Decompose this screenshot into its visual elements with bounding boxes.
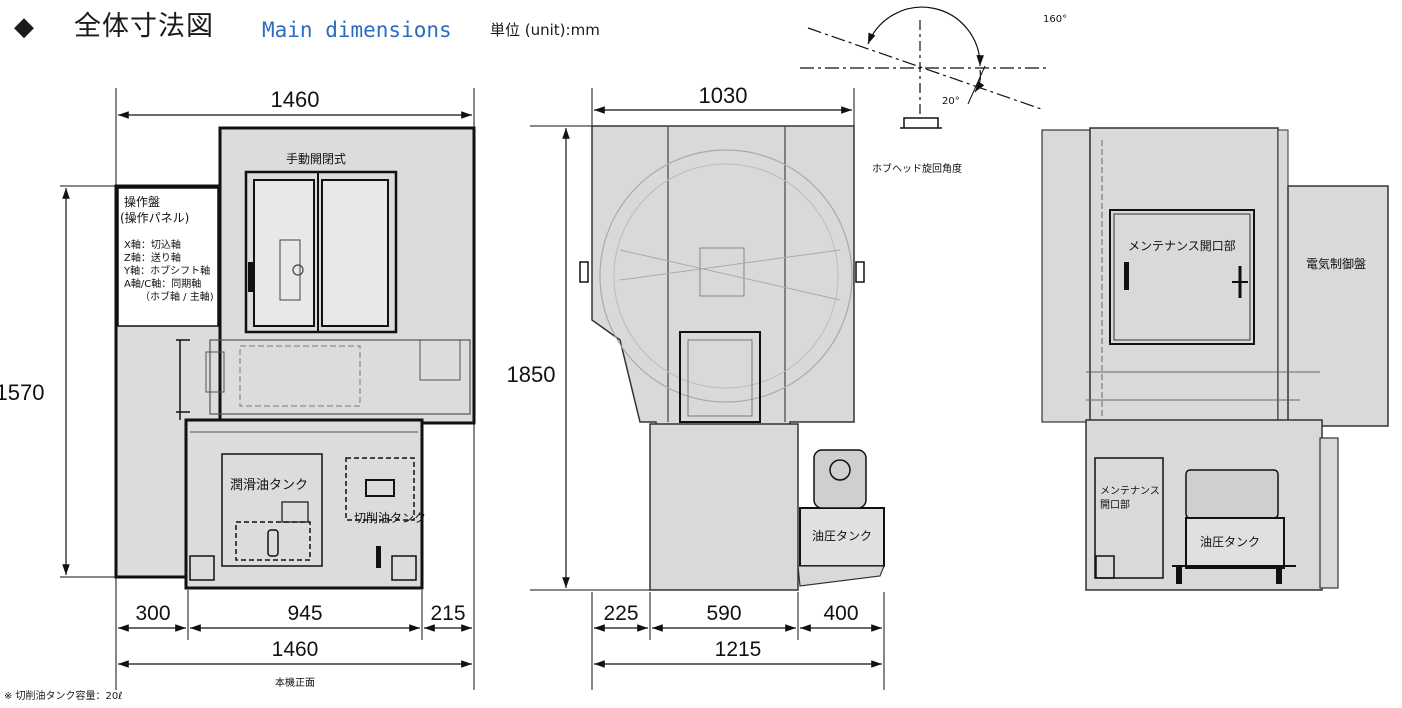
rear-maintenance-top-label: メンテナンス開口部 [1128, 238, 1236, 253]
front-width-top-label: 1460 [271, 87, 320, 112]
side-dim-mid: 590 [706, 602, 741, 625]
door-frame [244, 170, 398, 334]
panel-title: 操作盤 [124, 194, 160, 209]
coolant-tank [345, 457, 415, 521]
rear-lower-maintenance-opening [1094, 457, 1164, 579]
front-dim-left: 300 [135, 602, 170, 625]
side-hydraulic-tank-label: 油圧タンク [812, 529, 872, 543]
page-title-en: Main dimensions [262, 18, 452, 42]
unit-label: 単位 (unit):mm [490, 21, 600, 39]
rear-maintenance-bottom-label-2: 開口部 [1100, 498, 1130, 511]
coolant-tank-label: 切削油タンク [354, 511, 426, 525]
hob-head-angle-diagram: 160° 20° ホブヘッド旋回角度 [800, 6, 1067, 175]
door-label: 手動開閉式 [286, 152, 346, 166]
lube-tank [221, 453, 323, 567]
panel-subtitle: (操作パネル) [120, 210, 189, 225]
rear-view: メンテナンス開口部 電気制御盤 メンテナンス 開口部 油圧タンク [1041, 127, 1389, 591]
front-base [184, 418, 424, 590]
side-width-bottom-label: 1215 [715, 638, 762, 661]
axis-ac-sub-label: （ホブ軸 / 主軸) [140, 290, 214, 303]
page-title-ja: 全体寸法図 [74, 11, 214, 42]
front-height-label: 1570 [0, 380, 44, 405]
operation-panel [117, 187, 219, 327]
header-diamond-icon: ◆ [14, 12, 34, 42]
rear-upper-body [1089, 127, 1279, 427]
side-width-top-label: 1030 [699, 83, 748, 108]
axis-x-label: X軸：切込軸 [124, 238, 181, 251]
angle-bottom-label: 20° [942, 96, 960, 107]
front-view: 1460 1570 手動開閉式 操作盤 (操作パネル) X軸：切込軸 Z軸：送り… [0, 87, 476, 690]
front-width-bottom-label: 1460 [272, 638, 319, 661]
rear-hydraulic-tank-label: 油圧タンク [1200, 535, 1260, 549]
side-base [649, 423, 799, 591]
side-view: 1030 1850 油圧タンク 225 590 400 1215 [507, 83, 885, 690]
axis-ac-label: A軸/C軸：同期軸 [124, 277, 201, 290]
electric-panel [1287, 185, 1389, 427]
side-dim-right: 400 [823, 602, 858, 625]
footnote: ※ 切削油タンク容量：20ℓ [4, 691, 123, 702]
rear-maintenance-bottom-label-1: メンテナンス [1100, 485, 1160, 497]
front-view-caption: 本機正面 [275, 676, 315, 689]
electric-panel-label: 電気制御盤 [1306, 256, 1366, 271]
side-height-label: 1850 [507, 362, 556, 387]
rear-hydraulic-tank [1185, 517, 1285, 569]
side-hydraulic-tank [799, 507, 885, 567]
angle-diagram-caption: ホブヘッド旋回角度 [872, 162, 962, 175]
lube-tank-label: 潤滑油タンク [230, 478, 308, 493]
axis-z-label: Z軸：送り軸 [124, 251, 181, 264]
rear-maintenance-opening [1109, 209, 1255, 345]
angle-top-label: 160° [1043, 14, 1067, 25]
front-dim-mid: 945 [287, 602, 322, 625]
front-dim-right: 215 [430, 602, 465, 625]
axis-y-label: Y軸：ホブシフト軸 [123, 264, 210, 277]
side-dim-left: 225 [603, 602, 638, 625]
